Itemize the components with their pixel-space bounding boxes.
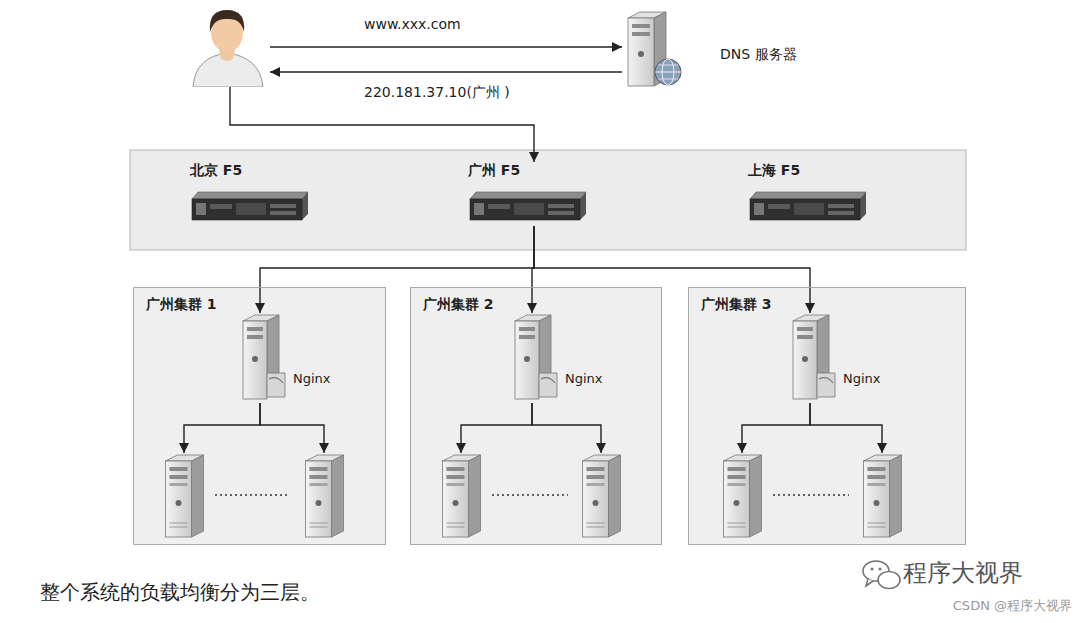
backend-server-icon <box>159 453 209 538</box>
f5-device-label: 上海 F5 <box>748 162 800 180</box>
nginx-server-icon <box>239 313 289 403</box>
connector-arrow <box>270 46 622 47</box>
cluster-ground <box>688 287 966 545</box>
connector-arrow <box>534 226 810 313</box>
cluster-box: 广州集群 3 Nginx <box>688 287 966 545</box>
wechat-icon <box>863 561 900 589</box>
nginx-server-label: Nginx <box>293 371 331 387</box>
backend-server-icon <box>576 453 626 538</box>
cluster-box-label: 广州集群 1 <box>146 296 217 314</box>
backend-server <box>299 453 349 538</box>
connector-arrow <box>270 71 622 72</box>
dns-server-icon <box>622 10 687 90</box>
nginx-server-label: Nginx <box>843 371 881 387</box>
connector-arrow <box>184 403 260 453</box>
backend-server-icon <box>299 453 349 538</box>
nginx-server: Nginx <box>789 313 894 403</box>
edge-label: 220.181.37.10(广州 ) <box>362 84 512 102</box>
dns-server-label: DNS 服务器 <box>720 46 797 64</box>
cluster-box: 广州集群 1 Nginx <box>133 287 386 545</box>
nginx-server-label: Nginx <box>565 371 603 387</box>
backend-server-icon <box>717 453 767 538</box>
connector-arrow <box>742 403 810 453</box>
f5-device-label: 广州 F5 <box>468 162 520 180</box>
f5-device: 北京 F5 <box>190 162 315 226</box>
ellipsis-dots <box>773 494 849 496</box>
nginx-server-icon <box>789 313 839 403</box>
cluster-ground <box>133 287 386 545</box>
dns-server: DNS 服务器 <box>622 10 822 90</box>
backend-server <box>717 453 767 538</box>
f5-device-icon <box>190 190 310 222</box>
cluster-box: 广州集群 2 Nginx <box>410 287 662 545</box>
connector-arrow <box>461 403 532 453</box>
watermark: 程序大视界 <box>903 558 1023 588</box>
connector-arrow <box>532 403 601 453</box>
backend-server <box>436 453 486 538</box>
watermark: CSDN @程序大视界 <box>953 598 1072 614</box>
connector-arrow <box>810 403 882 453</box>
cluster-box-label: 广州集群 3 <box>701 296 772 314</box>
edge-label: www.xxx.com <box>362 16 463 34</box>
cluster-box-label: 广州集群 2 <box>423 296 494 314</box>
backend-server <box>159 453 209 538</box>
user-icon-icon <box>185 5 270 87</box>
connector-arrow <box>260 403 324 453</box>
nginx-server: Nginx <box>239 313 344 403</box>
ellipsis-dots <box>492 494 568 496</box>
cluster-ground <box>410 287 662 545</box>
f5-band <box>130 150 966 250</box>
f5-device-label: 北京 F5 <box>190 162 242 180</box>
caption: 整个系统的负载均衡分为三层。 <box>40 580 320 605</box>
f5-device: 广州 F5 <box>468 162 593 226</box>
f5-device-icon <box>748 190 868 222</box>
backend-server <box>576 453 626 538</box>
backend-server-icon <box>857 453 907 538</box>
ellipsis-dots <box>215 494 290 496</box>
nginx-server: Nginx <box>511 313 616 403</box>
backend-server <box>857 453 907 538</box>
backend-server-icon <box>436 453 486 538</box>
user-icon <box>185 5 270 87</box>
f5-device: 上海 F5 <box>748 162 873 226</box>
f5-device-icon <box>468 190 588 222</box>
nginx-server-icon <box>511 313 561 403</box>
connector-arrow <box>260 226 534 313</box>
